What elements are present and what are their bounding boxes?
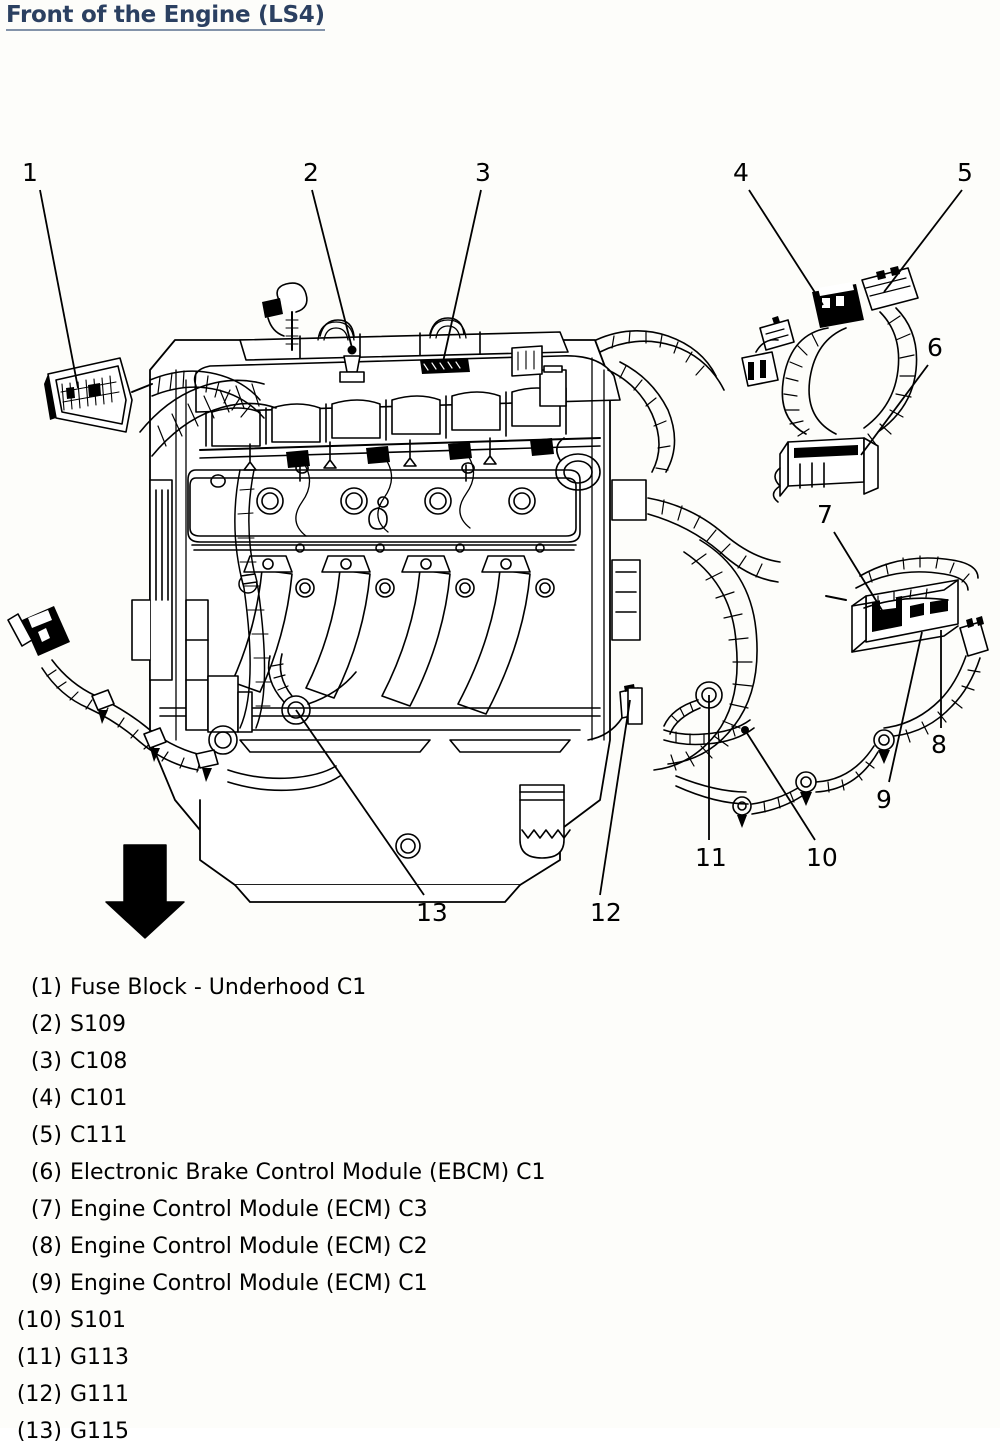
legend-item: (11) G113 — [0, 1345, 1000, 1382]
engine-diagram: 1 2 3 4 5 6 7 8 9 10 11 12 13 — [0, 40, 1000, 940]
legend-number: (5) — [30, 1123, 62, 1148]
legend-number: (3) — [30, 1049, 62, 1074]
right-lower-connectors — [732, 616, 989, 828]
legend-number: (6) — [30, 1160, 62, 1185]
legend-label: C108 — [70, 1049, 128, 1074]
legend-label: Electronic Brake Control Module (EBCM) C… — [70, 1160, 546, 1185]
front-accessory — [185, 599, 253, 755]
callout-2: 2 — [303, 158, 319, 187]
hose-front-left — [234, 469, 272, 729]
engine-line-art — [7, 189, 989, 939]
legend-item: (12) G111 — [0, 1382, 1000, 1419]
left-lower-harness — [7, 606, 341, 792]
page-title-text: Front of the Engine (LS4) — [6, 2, 325, 28]
legend-label: Engine Control Module (ECM) C2 — [70, 1234, 428, 1259]
top-small-connectors — [262, 282, 567, 407]
g113-ground — [663, 681, 755, 746]
intake-duct-left — [139, 379, 277, 457]
legend-item: (13) G115 — [0, 1419, 1000, 1456]
legend-number: (2) — [30, 1012, 62, 1037]
legend-label: Engine Control Module (ECM) C3 — [70, 1197, 428, 1222]
callout-9: 9 — [876, 785, 892, 814]
legend-label: C111 — [70, 1123, 128, 1148]
legend-label: C101 — [70, 1086, 128, 1111]
callout-11: 11 — [695, 843, 727, 872]
legend-item: (9) Engine Control Module (ECM) C1 — [0, 1271, 1000, 1308]
legend-number: (7) — [30, 1197, 62, 1222]
callout-1: 1 — [22, 158, 38, 187]
page-title: Front of the Engine (LS4) — [6, 2, 325, 31]
engine-top-edges — [175, 357, 605, 741]
valve-cover — [187, 462, 581, 551]
oil-filter — [519, 784, 571, 859]
misc-top-connectors — [286, 438, 554, 537]
title-underline — [6, 29, 325, 31]
callout-5: 5 — [957, 158, 973, 187]
legend-number: (11) — [16, 1345, 62, 1370]
direction-arrow-down — [105, 844, 185, 939]
legend-item: (2) S109 — [0, 1012, 1000, 1049]
legend-label: Fuse Block - Underhood C1 — [70, 975, 367, 1000]
callout-7: 7 — [817, 500, 833, 529]
legend-number: (8) — [30, 1234, 62, 1259]
legend-item: (8) Engine Control Module (ECM) C2 — [0, 1234, 1000, 1271]
legend-item: (6) Electronic Brake Control Module (EBC… — [0, 1160, 1000, 1197]
exhaust-manifold — [231, 543, 555, 715]
legend-number: (12) — [16, 1382, 62, 1407]
legend-number: (9) — [30, 1271, 62, 1296]
legend-label: S101 — [70, 1308, 126, 1333]
ebcm-connector — [772, 437, 879, 503]
legend-item: (5) C111 — [0, 1123, 1000, 1160]
spark-plug-holes — [256, 487, 536, 515]
right-block-detail — [607, 361, 781, 725]
callout-12: 12 — [590, 898, 622, 927]
g115-ground — [267, 653, 357, 725]
legend-label: Engine Control Module (ECM) C1 — [70, 1271, 428, 1296]
center-right-conduit — [653, 539, 758, 805]
ground-eyelets — [732, 729, 895, 828]
component-legend: (1) Fuse Block - Underhood C1 (2) S109 (… — [0, 975, 1000, 1456]
legend-item: (7) Engine Control Module (ECM) C3 — [0, 1197, 1000, 1234]
callout-leader-lines — [39, 189, 963, 896]
callout-8: 8 — [931, 730, 947, 759]
legend-number: (10) — [16, 1308, 62, 1333]
ecm-connectors — [825, 555, 979, 653]
legend-label: G113 — [70, 1345, 130, 1370]
callout-3: 3 — [475, 158, 491, 187]
callout-10: 10 — [806, 843, 838, 872]
callout-4: 4 — [733, 158, 749, 187]
callout-13: 13 — [416, 898, 448, 927]
right-upper-harness — [741, 266, 919, 447]
harness-conduit-left-top — [149, 370, 265, 419]
legend-label: G111 — [70, 1382, 130, 1407]
legend-number: (4) — [30, 1086, 62, 1111]
legend-number: (1) — [30, 975, 62, 1000]
callout-6: 6 — [927, 333, 943, 362]
legend-item: (1) Fuse Block - Underhood C1 — [0, 975, 1000, 1012]
legend-label: G115 — [70, 1419, 130, 1444]
legend-item: (3) C108 — [0, 1049, 1000, 1086]
top-right-conduit — [595, 330, 725, 391]
legend-number: (13) — [16, 1419, 62, 1444]
legend-label: S109 — [70, 1012, 126, 1037]
fuse-block-underhood — [44, 357, 153, 433]
legend-item: (4) C101 — [0, 1086, 1000, 1123]
legend-item: (10) S101 — [0, 1308, 1000, 1345]
